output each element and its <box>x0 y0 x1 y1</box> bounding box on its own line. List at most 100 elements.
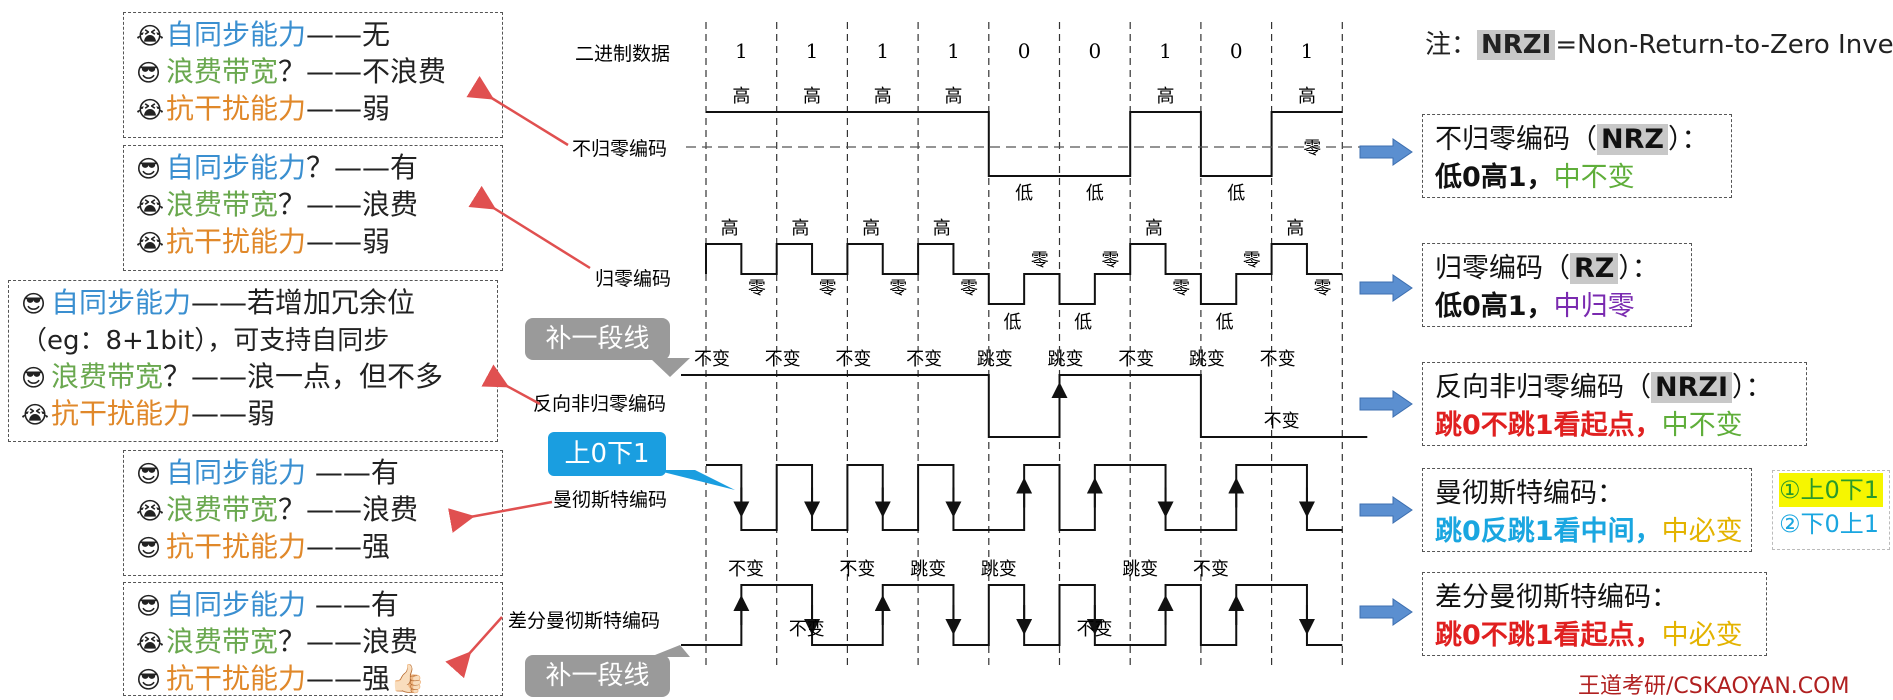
nrzi-nochange-label: 不变 <box>1264 411 1300 432</box>
row-label-rz: 归零编码 <box>595 268 671 290</box>
property-line: 😎自同步能力？——有 <box>136 150 502 187</box>
note-text: =Non-Return-to-Zero Inverted <box>1555 30 1893 60</box>
property-label: 浪费带宽 <box>166 188 279 221</box>
right-arrow-icon <box>1359 598 1413 626</box>
crying-face-icon: 😭 <box>136 229 165 257</box>
property-label: 自同步能力 <box>166 456 307 489</box>
property-label: 自同步能力 <box>166 151 307 184</box>
summary-box-nrz: 不归零编码（NRZ）： 低0高1，中不变 <box>1422 114 1732 198</box>
sunglasses-face-icon: 😎 <box>136 155 162 183</box>
nrzi-transition-label: 不变 <box>1118 349 1154 370</box>
sunglasses-face-icon: 😎 <box>136 666 162 694</box>
sunglasses-face-icon: 😎 <box>136 460 162 488</box>
nrzi-transition-label: 跳变 <box>1189 349 1225 370</box>
right-arrow-icon <box>1359 390 1413 418</box>
connector-arrows <box>445 75 591 679</box>
rz-zero-label: 零 <box>748 278 766 299</box>
diff-transition-label: 跳变 <box>910 559 946 580</box>
property-line: 😭抗干扰能力——弱 <box>136 91 502 128</box>
rz-low-label: 低 <box>1003 312 1021 333</box>
property-value: ？——不浪费 <box>278 55 447 88</box>
property-box-manchester: 😎自同步能力 ——有 😭浪费带宽？——浪费 😎抗干扰能力——强 <box>123 450 503 576</box>
nrz-waveform <box>706 111 1343 177</box>
callout-up0down1: 上0下1 <box>548 432 666 476</box>
property-label: 自同步能力 <box>166 588 307 621</box>
nrzi-transition-label: 跳变 <box>1048 349 1084 370</box>
sunglasses-face-icon: 😎 <box>136 59 162 87</box>
rz-high-label: 高 <box>862 218 880 239</box>
diff-manchester-waveform <box>681 584 1343 646</box>
property-value: ——强 <box>306 530 391 563</box>
connector-arrow <box>468 185 591 270</box>
nrz-high-label: 高 <box>874 86 892 107</box>
crying-face-icon: 😭 <box>136 629 165 657</box>
rz-zero-label: 零 <box>889 278 907 299</box>
property-line: 😎抗干扰能力——强👍🏻 <box>136 661 502 698</box>
property-value: ——若增加冗余位 <box>191 286 416 319</box>
sunglasses-face-icon: 😎 <box>136 592 162 620</box>
sunglasses-face-icon: 😎 <box>136 534 162 562</box>
property-line: 😭抗干扰能力——弱 <box>21 396 497 433</box>
property-value: ——弱 <box>306 92 391 125</box>
property-label: 自同步能力 <box>166 18 307 51</box>
property-line: 😎自同步能力 ——有 <box>136 587 502 624</box>
property-line: 😭浪费带宽？——浪费 <box>136 187 502 224</box>
property-value: ——弱 <box>191 397 276 430</box>
connector-arrow <box>466 75 569 147</box>
right-arrow-icon <box>1359 138 1413 166</box>
property-box-nrzi: 😎自同步能力——若增加冗余位 （eg：8+1bit），可支持自同步 😎浪费带宽？… <box>8 280 498 442</box>
summary-rule: 跳0反跳1看中间，中必变 <box>1435 516 1743 547</box>
crying-face-icon: 😭 <box>21 401 50 429</box>
summary-title: 曼彻斯特编码： <box>1435 478 1624 509</box>
callout-tail <box>650 645 690 657</box>
sunglasses-face-icon: 😎 <box>21 290 47 318</box>
manchester-hint: ①上0下1 ②下0上1 <box>1772 470 1890 550</box>
row-labels: 二进制数据 不归零编码 归零编码 反向非归零编码 曼彻斯特编码 差分曼彻斯特编码 <box>508 43 671 632</box>
abbr-badge: RZ <box>1570 253 1619 284</box>
rz-low-label: 低 <box>1074 312 1092 333</box>
crying-face-icon: 😭 <box>136 192 165 220</box>
property-value: ？——浪一点，但不多 <box>163 360 444 393</box>
note-prefix: 注： <box>1425 30 1478 60</box>
note-abbr: NRZI <box>1477 30 1556 60</box>
summary-box-diff-manchester: 差分曼彻斯特编码： 跳0不跳1看起点，中必变 <box>1422 572 1767 656</box>
property-line: 😎抗干扰能力——强 <box>136 529 502 566</box>
nrzi-transition-label: 不变 <box>1260 349 1296 370</box>
property-box-nrz: 😭自同步能力——无 😎浪费带宽？——不浪费 😭抗干扰能力——弱 <box>123 12 503 138</box>
nrzi-transition-label: 不变 <box>906 349 942 370</box>
property-line: 😎浪费带宽？——浪一点，但不多 <box>21 359 497 396</box>
nrz-zero-label: 零 <box>1303 138 1321 159</box>
summary-box-manchester: 曼彻斯特编码： 跳0反跳1看中间，中必变 <box>1422 468 1752 552</box>
property-line: 😭抗干扰能力——弱 <box>136 224 502 261</box>
property-line: （eg：8+1bit），可支持自同步 <box>21 322 497 359</box>
connector-arrow <box>445 616 503 679</box>
rz-zero-label: 零 <box>819 278 837 299</box>
summary-title: 反向非归零编码（NRZI）： <box>1435 372 1773 403</box>
property-line: 😎自同步能力——若增加冗余位 <box>21 285 497 322</box>
property-line: 😭浪费带宽？——浪费 <box>136 624 502 661</box>
diff-transition-label: 不变 <box>728 559 764 580</box>
bit-value: 1 <box>876 39 889 63</box>
rz-zero-label: 零 <box>960 278 978 299</box>
hint-line-1: ①上0下1 <box>1779 473 1883 507</box>
rz-zero-label: 零 <box>1101 250 1119 271</box>
nrzi-transition-label: 不变 <box>835 349 871 370</box>
bit-value: 0 <box>1088 39 1101 63</box>
bit-value: 0 <box>1018 39 1031 63</box>
bit-value: 1 <box>1301 39 1314 63</box>
rz-high-label: 高 <box>721 218 739 239</box>
nrz-high-label: 高 <box>1157 86 1175 107</box>
bit-value: 0 <box>1230 39 1243 63</box>
rz-high-label: 高 <box>933 218 951 239</box>
property-label: 浪费带宽 <box>166 625 279 658</box>
right-arrow-icon <box>1359 274 1413 302</box>
row-label-nrz: 不归零编码 <box>572 138 667 160</box>
bit-value: 1 <box>1159 39 1172 63</box>
nrz-high-label: 高 <box>803 86 821 107</box>
property-label: 抗干扰能力 <box>166 662 307 695</box>
row-label-diff-manchester: 差分曼彻斯特编码 <box>508 610 660 632</box>
waveform-labels: 高高高高低低高低高零高零高零高零高零低零低零高零低零高零不变不变不变不变跳变跳变… <box>694 86 1332 640</box>
nrz-low-label: 低 <box>1227 183 1245 204</box>
rz-high-label: 高 <box>1286 218 1304 239</box>
